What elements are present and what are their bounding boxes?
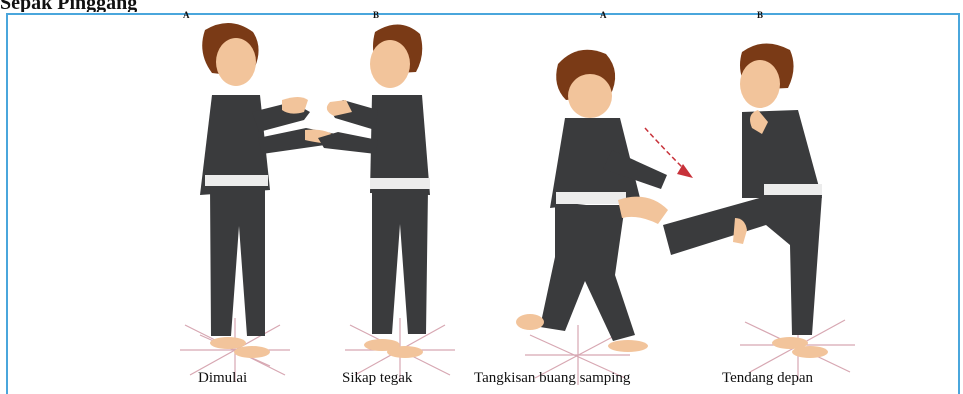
caption-tangkisan-buang-samping: Tangkisan buang samping: [474, 370, 630, 387]
figure-4-mark: B: [757, 10, 763, 20]
figure-3-mark: A: [600, 10, 607, 20]
figure-a-dimulai: [200, 23, 336, 358]
figure-2-mark: B: [373, 10, 379, 20]
figure-b-sikap-tegak: [318, 24, 430, 358]
caption-tendang-depan: Tendang depan: [722, 370, 813, 387]
caption-sikap-tegak: Sikap tegak: [342, 370, 412, 387]
figure-b-tendang-depan: [663, 43, 828, 358]
caption-dimulai: Dimulai: [198, 370, 247, 387]
figure-1-mark: A: [183, 10, 190, 20]
figure-a-tangkisan: [516, 50, 668, 352]
